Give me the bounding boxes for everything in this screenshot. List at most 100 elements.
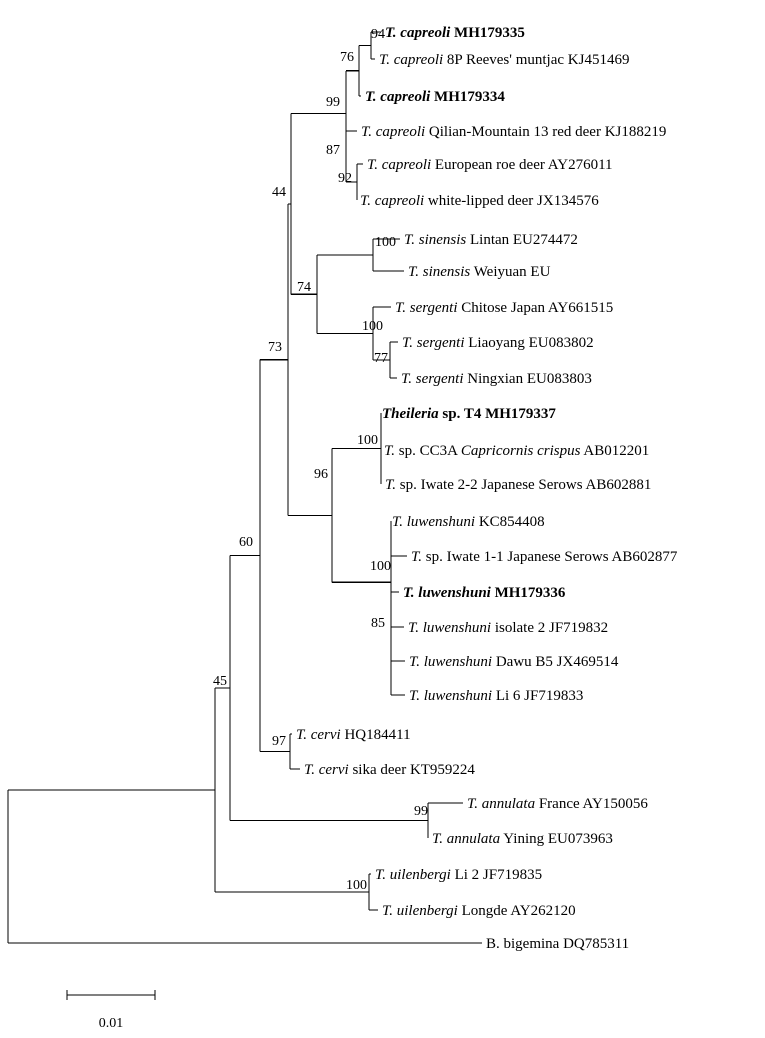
leaf-label: T. sergenti Liaoyang EU083802 <box>402 335 594 351</box>
bootstrap-value: 92 <box>338 171 352 186</box>
leaf-label: T. capreoli MH179335 <box>385 25 525 41</box>
bootstrap-value: 100 <box>357 433 378 448</box>
leaf-label: T. sergenti Ningxian EU083803 <box>401 371 592 387</box>
leaf-label: T. luwenshuni KC854408 <box>392 514 545 530</box>
taxon-name: T. annulata <box>432 831 500 847</box>
taxon-detail: Qilian-Mountain 13 red deer KJ188219 <box>425 124 666 140</box>
taxon-detail: sp. Iwate 2-2 Japanese Serows AB602881 <box>396 477 651 493</box>
taxon-name: T. capreoli <box>379 52 443 68</box>
leaf-label: T. sp. Iwate 1-1 Japanese Serows AB60287… <box>411 549 678 565</box>
leaf-label: T. capreoli white-lipped deer JX134576 <box>360 193 599 209</box>
bootstrap-value: 87 <box>326 143 340 158</box>
taxon-detail: Dawu B5 JX469514 <box>492 654 619 670</box>
bootstrap-value: 94 <box>371 27 385 42</box>
leaf-label: T. uilenbergi Li 2 JF719835 <box>375 867 542 883</box>
leaf-label: T. capreoli European roe deer AY276011 <box>367 157 613 173</box>
taxon-detail: Li 2 JF719835 <box>451 867 542 883</box>
bootstrap-value: 99 <box>326 95 340 110</box>
taxon-detail: MH179335 <box>450 25 525 41</box>
taxon-detail: France AY150056 <box>535 796 648 812</box>
bootstrap-value: 96 <box>314 467 328 482</box>
taxon-detail: Ningxian EU083803 <box>464 371 592 387</box>
taxon-name: T. capreoli <box>385 25 451 41</box>
taxon-detail: HQ184411 <box>341 727 411 743</box>
taxon-name: T. luwenshuni <box>409 654 492 670</box>
leaf-label: T. cervi sika deer KT959224 <box>304 762 475 778</box>
taxon-name: T. cervi <box>296 727 341 743</box>
taxon-name: T. cervi <box>304 762 349 778</box>
taxon-name: Theileria <box>382 406 439 422</box>
tree-branches <box>7 31 482 944</box>
leaf-label: T. luwenshuni Li 6 JF719833 <box>409 688 583 704</box>
bootstrap-value: 73 <box>268 340 282 355</box>
taxon-detail: isolate 2 JF719832 <box>491 620 608 636</box>
leaf-label: T. cervi HQ184411 <box>296 727 411 743</box>
bootstrap-value: 44 <box>272 185 286 200</box>
leaf-label: T. sp. Iwate 2-2 Japanese Serows AB60288… <box>385 477 651 493</box>
taxon-name: T. luwenshuni <box>408 620 491 636</box>
taxon-name: T. sinensis <box>404 232 466 248</box>
leaf-label: T. uilenbergi Longde AY262120 <box>382 903 576 919</box>
leaf-label: T. luwenshuni Dawu B5 JX469514 <box>409 654 619 670</box>
bootstrap-value: 60 <box>239 535 253 550</box>
taxon-detail: Weiyuan EU <box>470 264 550 280</box>
taxon-detail: European roe deer AY276011 <box>431 157 612 173</box>
taxon-name: T. <box>411 549 422 565</box>
taxon-detail: Lintan EU274472 <box>466 232 578 248</box>
bootstrap-value: 85 <box>371 616 385 631</box>
taxon-detail: white-lipped deer JX134576 <box>424 193 599 209</box>
taxon-detail: Longde AY262120 <box>458 903 576 919</box>
leaf-label: T. capreoli MH179334 <box>365 89 505 105</box>
taxon-detail: Li 6 JF719833 <box>492 688 583 704</box>
taxon-detail: Liaoyang EU083802 <box>465 335 594 351</box>
leaf-label: T. sinensis Lintan EU274472 <box>404 232 578 248</box>
bootstrap-value: 74 <box>297 280 311 295</box>
taxon-detail: AB012201 <box>580 443 649 459</box>
bootstrap-value: 100 <box>375 235 396 250</box>
leaf-label: T. capreoli 8P Reeves' muntjac KJ451469 <box>379 52 629 68</box>
taxon-detail: sika deer KT959224 <box>349 762 476 778</box>
leaf-label: T. sp. CC3A Capricornis crispus AB012201 <box>384 443 649 459</box>
taxon-name: T. sergenti <box>401 371 464 387</box>
taxon-detail: MH179336 <box>491 585 566 601</box>
bootstrap-value: 100 <box>370 559 391 574</box>
taxon-name: T. sinensis <box>408 264 470 280</box>
taxon-name: T. <box>384 443 395 459</box>
bootstrap-value: 77 <box>374 351 388 366</box>
leaf-label: Theileria sp. T4 MH179337 <box>382 406 556 422</box>
leaf-label: T. luwenshuni isolate 2 JF719832 <box>408 620 608 636</box>
taxon-name: T. sergenti <box>395 300 458 316</box>
taxon-detail: MH179334 <box>430 89 505 105</box>
leaf-label: T. luwenshuni MH179336 <box>403 585 566 601</box>
taxon-name: T. luwenshuni <box>409 688 492 704</box>
leaf-label: T. sergenti Chitose Japan AY661515 <box>395 300 613 316</box>
leaf-label: T. annulata Yining EU073963 <box>432 831 613 847</box>
taxon-name: T. annulata <box>467 796 535 812</box>
bootstrap-value: 45 <box>213 674 227 689</box>
bootstrap-value: 97 <box>272 734 286 749</box>
bootstrap-value: 100 <box>362 319 383 334</box>
taxon-detail: sp. T4 MH179337 <box>439 406 557 422</box>
taxon-detail: Chitose Japan AY661515 <box>458 300 614 316</box>
leaf-label: T. annulata France AY150056 <box>467 796 648 812</box>
taxon-name: T. uilenbergi <box>382 903 458 919</box>
bootstrap-value: 76 <box>340 50 354 65</box>
taxon-detail: B. bigemina DQ785311 <box>486 936 629 952</box>
taxon-name: T. luwenshuni <box>392 514 475 530</box>
leaf-label: B. bigemina DQ785311 <box>486 936 629 952</box>
taxon-name: T. luwenshuni <box>403 585 492 601</box>
leaf-label: T. sinensis Weiyuan EU <box>408 264 551 280</box>
bootstrap-value: 99 <box>414 804 428 819</box>
bootstrap-values: 94 76 99 87 92 44 100 74 100 77 73 100 96 100 85 60 97 45… <box>213 27 428 893</box>
taxon-detail: 8P Reeves' muntjac KJ451469 <box>443 52 629 68</box>
scale-bar-label: 0.01 <box>99 1016 124 1031</box>
taxon-detail: sp. CC3A <box>395 443 461 459</box>
taxon-name: T. sergenti <box>402 335 465 351</box>
taxon-name: T. capreoli <box>360 193 424 209</box>
taxon-name: T. capreoli <box>361 124 425 140</box>
scale-bar: 0.01 <box>66 990 156 1031</box>
taxon-detail: KC854408 <box>475 514 545 530</box>
taxon-detail: sp. Iwate 1-1 Japanese Serows AB602877 <box>422 549 678 565</box>
